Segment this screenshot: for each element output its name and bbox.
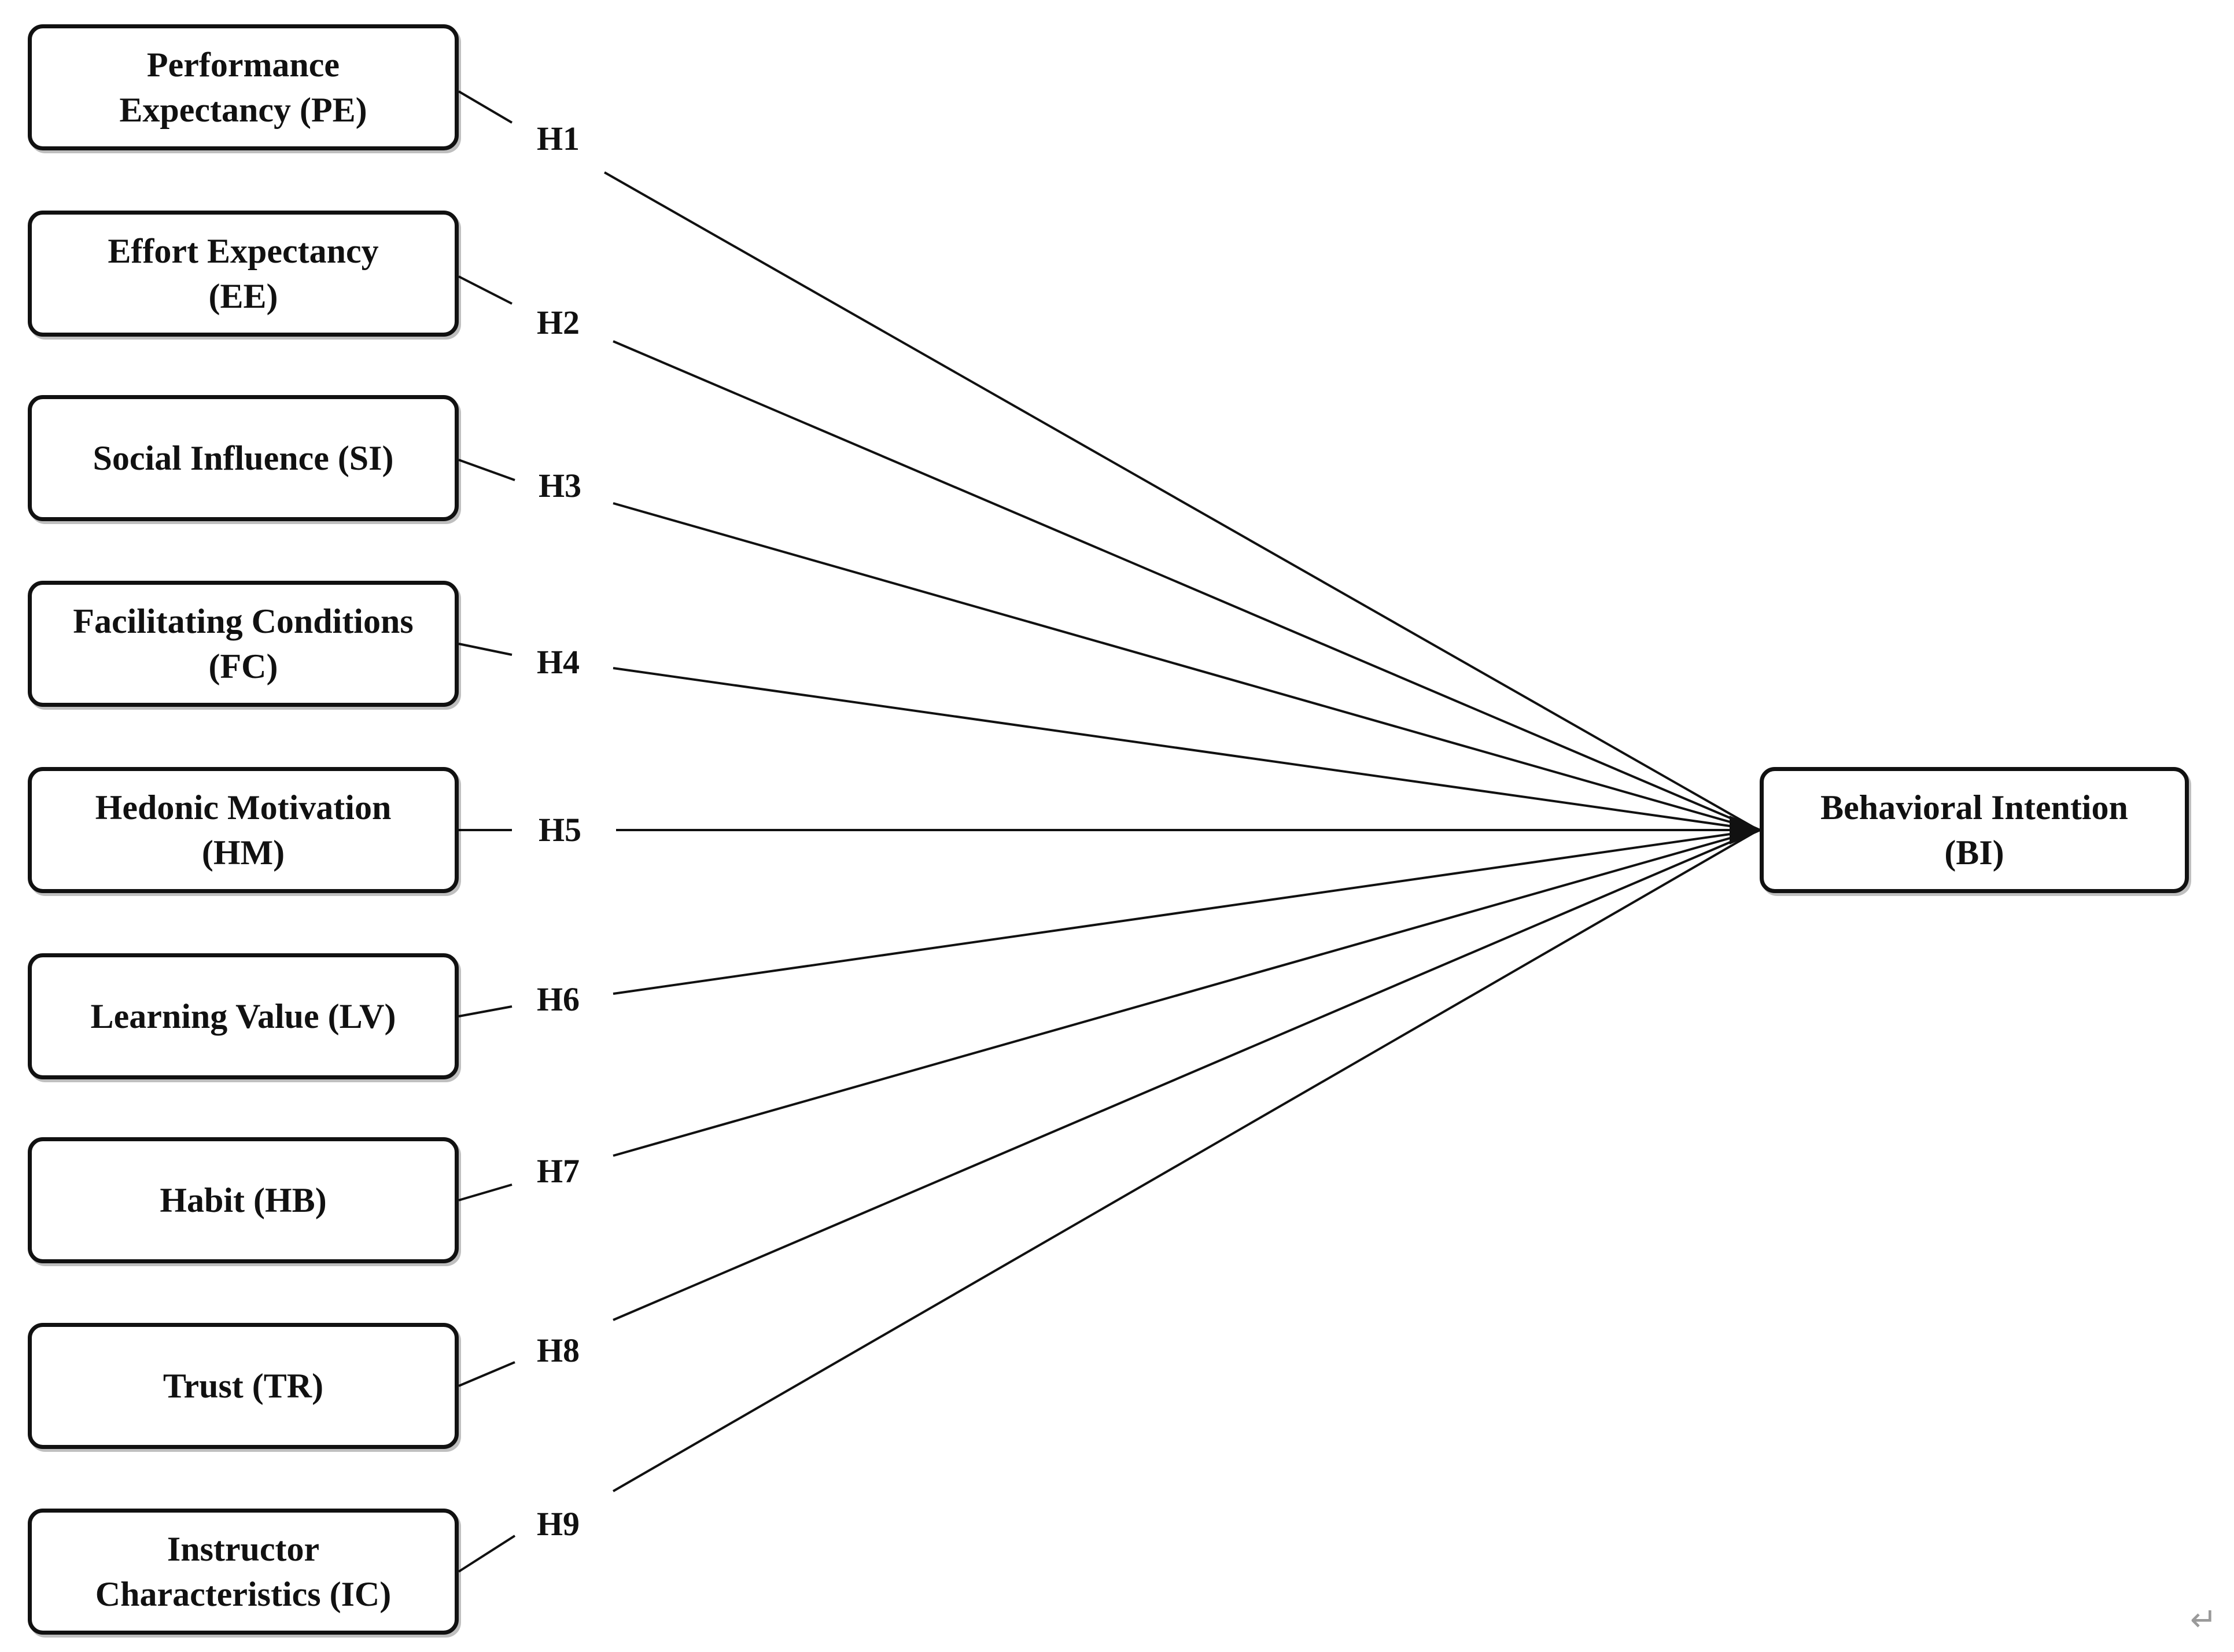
construct-label: Instructor Characteristics (IC) — [95, 1530, 392, 1613]
hypothesis-label-h9: H9 — [536, 1505, 580, 1543]
construct-label: Learning Value (LV) — [90, 997, 396, 1035]
path-h6-to-bi — [613, 829, 1759, 995]
connector-ee-h2 — [458, 275, 513, 305]
outcome-label: Behavioral Intention (BI) — [1820, 788, 2128, 872]
construct-facilitating-conditions: Facilitating Conditions (FC) — [28, 581, 459, 707]
construct-label: Effort Expectancy (EE) — [108, 232, 379, 315]
connector-si-h3 — [458, 459, 515, 481]
construct-hedonic-motivation: Hedonic Motivation (HM) — [28, 767, 459, 893]
hypothesis-label-h2: H2 — [536, 304, 580, 341]
construct-label: Social Influence (SI) — [93, 439, 394, 477]
path-h3-to-bi — [613, 502, 1759, 831]
hypothesis-label-h1: H1 — [536, 120, 580, 157]
path-h1-to-bi — [604, 171, 1759, 831]
hypothesis-label-h4: H4 — [536, 643, 580, 681]
connector-lv-h6 — [458, 1005, 513, 1017]
construct-effort-expectancy: Effort Expectancy (EE) — [28, 211, 459, 337]
construct-label: Habit (HB) — [160, 1181, 327, 1219]
connector-pe-h1 — [458, 90, 513, 124]
connector-ic-h9 — [458, 1535, 516, 1573]
construct-label: Trust (TR) — [163, 1367, 324, 1405]
construct-label: Performance Expectancy (PE) — [119, 46, 367, 129]
construct-instructor-characteristics: Instructor Characteristics (IC) — [28, 1509, 459, 1635]
construct-label: Hedonic Motivation (HM) — [95, 788, 392, 872]
hypothesis-label-h7: H7 — [536, 1152, 580, 1190]
hypothesis-label-h6: H6 — [536, 980, 580, 1018]
construct-behavioral-intention: Behavioral Intention (BI) — [1760, 767, 2189, 893]
hypothesis-label-h5: H5 — [538, 811, 582, 849]
return-mark-icon: ↵ — [2190, 1601, 2217, 1639]
connector-hb-h7 — [458, 1183, 513, 1201]
path-h8-to-bi — [613, 829, 1759, 1321]
arrowhead-icon — [1730, 816, 1763, 845]
construct-performance-expectancy: Performance Expectancy (PE) — [28, 24, 459, 150]
connector-tr-h8 — [458, 1361, 515, 1387]
construct-habit: Habit (HB) — [28, 1137, 459, 1263]
hypothesis-label-h3: H3 — [538, 467, 582, 504]
path-h4-to-bi — [613, 667, 1759, 831]
construct-learning-value: Learning Value (LV) — [28, 953, 459, 1079]
path-h9-to-bi — [613, 829, 1759, 1492]
path-h2-to-bi — [613, 340, 1759, 831]
connector-fc-h4 — [458, 643, 513, 656]
construct-social-influence: Social Influence (SI) — [28, 395, 459, 521]
hypothesis-label-h8: H8 — [536, 1332, 580, 1369]
construct-label: Facilitating Conditions (FC) — [73, 602, 414, 685]
construct-trust: Trust (TR) — [28, 1323, 459, 1449]
path-h7-to-bi — [613, 829, 1759, 1157]
